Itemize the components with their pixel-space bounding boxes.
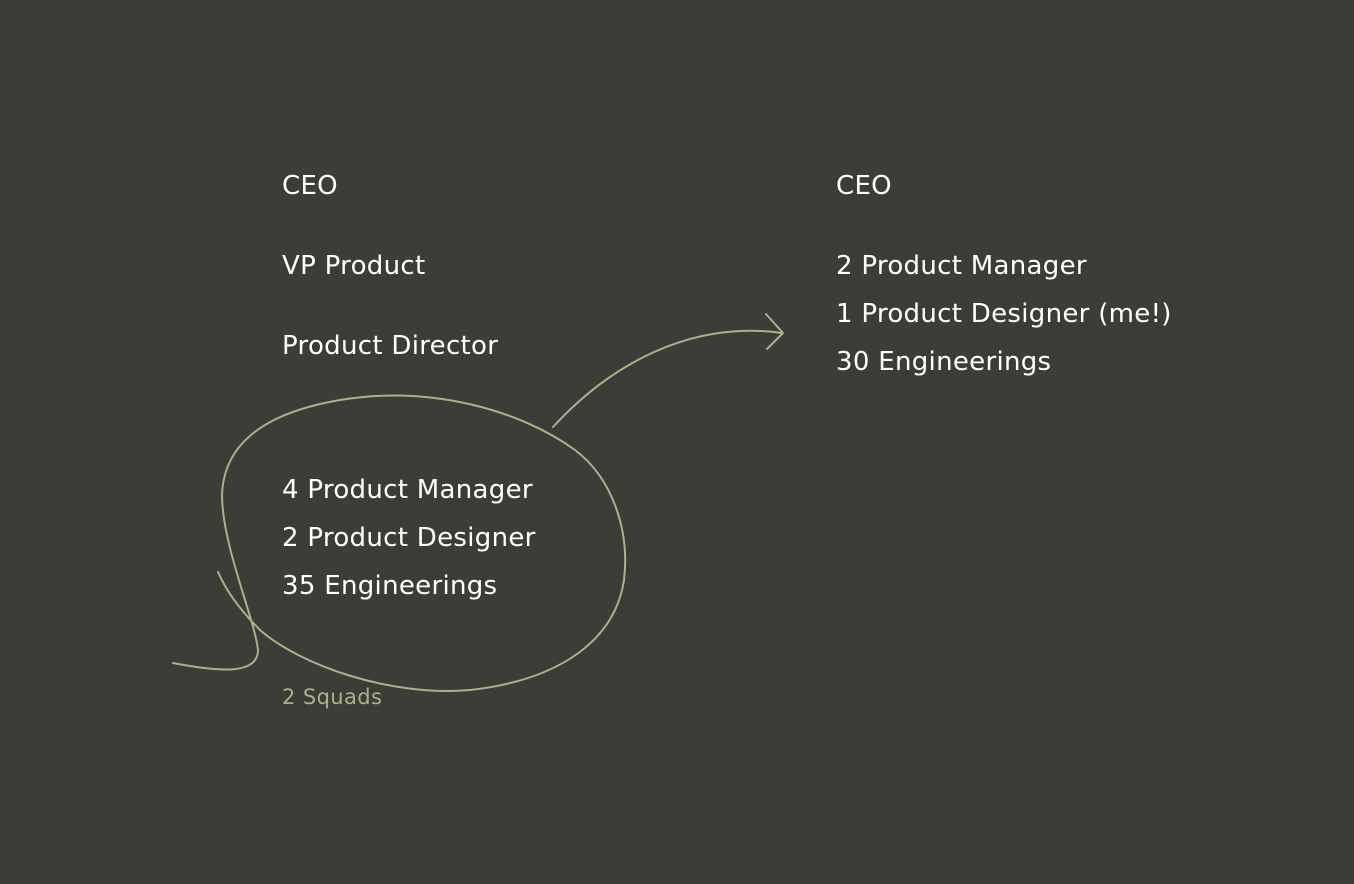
before-ceo-label: CEO (282, 171, 338, 201)
after-ceo-label: CEO (836, 171, 892, 201)
after-team-item-product-managers: 2 Product Manager (836, 251, 1087, 281)
arrow-right-icon (765, 313, 784, 350)
before-team-item-product-designers: 2 Product Designer (282, 523, 536, 553)
before-team-item-product-managers: 4 Product Manager (282, 475, 533, 505)
after-team-item-engineers: 30 Engineerings (836, 347, 1052, 377)
squads-note: 2 Squads (282, 685, 383, 709)
after-team-item-product-designers: 1 Product Designer (me!) (836, 299, 1172, 329)
after-team-list: 2 Product Manager 1 Product Designer (me… (836, 242, 1172, 386)
before-product-director-label: Product Director (282, 331, 499, 361)
arrow-curve (552, 329, 783, 428)
before-vp-product-label: VP Product (282, 251, 426, 281)
before-team-item-engineers: 35 Engineerings (282, 571, 498, 601)
before-team-list: 4 Product Manager 2 Product Designer 35 … (282, 466, 536, 610)
